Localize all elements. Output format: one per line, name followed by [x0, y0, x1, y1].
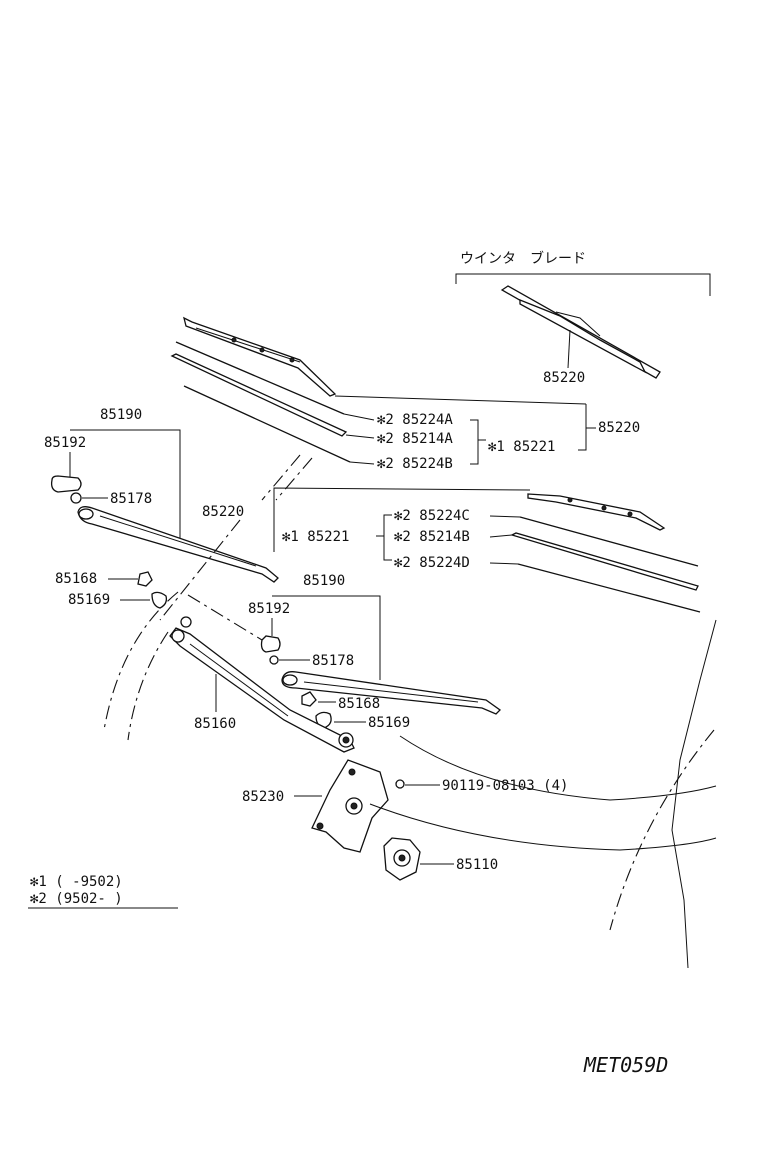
cap-85192-right: [260, 635, 281, 653]
label-85178-right: 85178: [312, 653, 354, 669]
label-85192-right: 85192: [248, 601, 290, 617]
upper-blade-drawing: [170, 316, 351, 463]
label-85168-left: 85168: [55, 571, 97, 587]
pillar-line-right: [671, 619, 717, 969]
wiper-arm-left: [77, 506, 279, 583]
bracket-85190-right: [272, 595, 381, 680]
label-85169-left: 85169: [68, 592, 110, 608]
label-85214a: ✻2 85214A: [377, 431, 453, 447]
label-85168-right: 85168: [338, 696, 380, 712]
nut-85178-left: [70, 492, 82, 504]
leader-85224d: [489, 562, 519, 565]
label-85221-mid: ✻1 85221: [282, 529, 349, 545]
link-rod-85160: [169, 616, 355, 753]
link-dash-1: [261, 454, 301, 501]
leader-85220-winter: [567, 329, 571, 369]
nut-85178-right: [269, 655, 279, 665]
label-85110: 85110: [456, 857, 498, 873]
cap-85192-left: [50, 475, 82, 493]
bracket-85220-mid: [273, 487, 531, 552]
label-85190-left: 85190: [100, 407, 142, 423]
link-dash-2: [275, 457, 313, 501]
label-85160: 85160: [194, 716, 236, 732]
label-85221-top: ✻1 85221: [488, 439, 555, 455]
body-dash-right: [609, 729, 715, 931]
motor-bracket-85230: [311, 759, 389, 853]
leader-85214b: [489, 534, 513, 538]
windshield-edge-left: [103, 591, 179, 731]
leader-85224b: [349, 461, 375, 465]
leader-85224a: [343, 413, 375, 421]
bracket-85221-mid: [376, 514, 392, 561]
label-85169-right: 85169: [368, 715, 410, 731]
label-85190-right: 85190: [303, 573, 345, 589]
lower-blade-drawing: [510, 493, 701, 613]
label-85224b: ✻2 85224B: [377, 456, 453, 472]
legend-row-2: ✻2 (9502- ): [30, 891, 123, 907]
bushing-85168-right: [301, 691, 317, 707]
label-85230: 85230: [242, 789, 284, 805]
legend-row-1: ✻1 ( -9502): [30, 874, 123, 890]
bracket-85190-left: [70, 429, 181, 540]
label-85178-left: 85178: [110, 491, 152, 507]
winter-blade-drawing: [500, 285, 661, 379]
label-85220-top: 85220: [598, 420, 640, 436]
leader-85214a: [345, 434, 375, 439]
label-85214b: ✻2 85214B: [394, 529, 470, 545]
label-85220-winter: 85220: [543, 370, 585, 386]
winter-blade-bracket: [455, 273, 711, 296]
leader-85224c: [489, 515, 521, 518]
bushing-85168-left: [137, 571, 153, 587]
cowl-line-1: [399, 735, 717, 801]
label-90119: 90119-08103 (4): [442, 778, 568, 794]
windshield-edge-left-inner: [127, 631, 169, 741]
drawing-code: MET059D: [583, 1053, 668, 1077]
wiper-arm-right: [281, 671, 502, 715]
bracket-85220-top: [578, 404, 596, 451]
bracket-85221-top: [470, 419, 486, 465]
bushing-85169-left: [151, 591, 168, 609]
link-dash-3: [159, 519, 241, 621]
label-85192-left: 85192: [44, 435, 86, 451]
label-85224d: ✻2 85224D: [394, 555, 470, 571]
leader-85220-top-line: [334, 395, 587, 405]
label-85224c: ✻2 85224C: [394, 508, 470, 524]
bolt-90119: [395, 779, 405, 789]
winter-blade-heading: ウインタ ブレード: [460, 250, 586, 267]
label-85220-mid: 85220: [202, 504, 244, 520]
wiper-motor-85110: [383, 837, 421, 881]
cowl-line-2: [369, 803, 717, 851]
label-85224a: ✻2 85224A: [377, 412, 453, 428]
